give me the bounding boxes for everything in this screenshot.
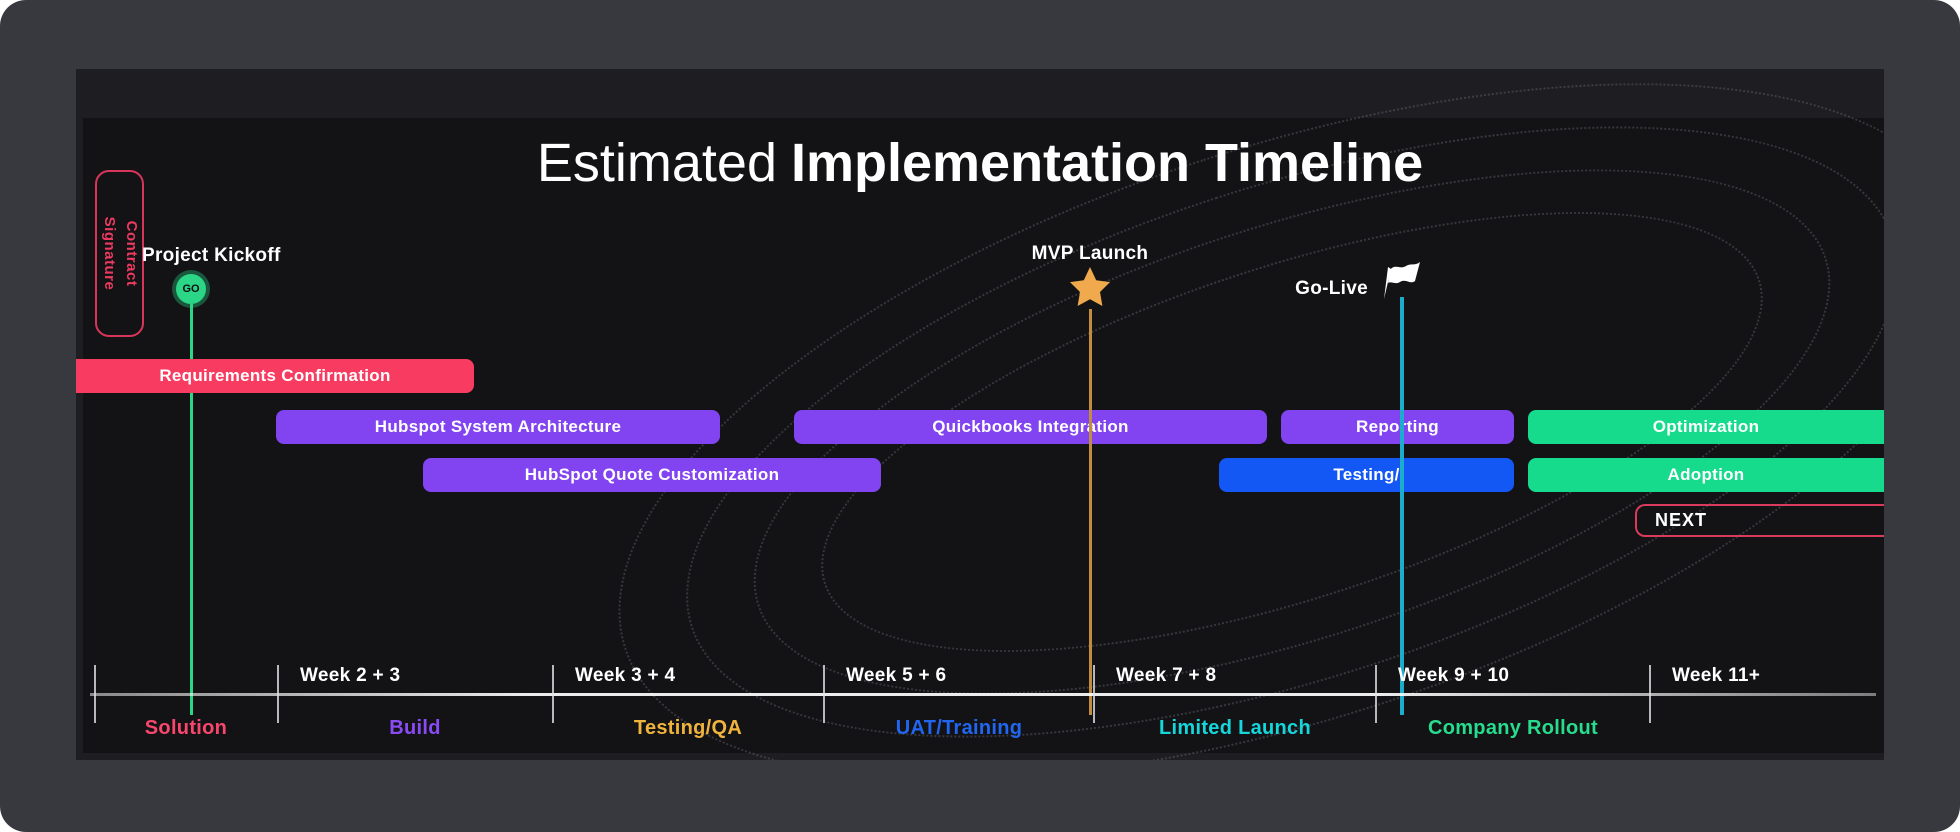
week-label-9-10: Week 9 + 10 — [1398, 665, 1510, 686]
mvp-launch-label: MVP Launch — [1031, 243, 1149, 264]
week-label-2-3: Week 2 + 3 — [300, 665, 401, 686]
bar-optimization: Optimization — [1528, 410, 1884, 444]
bar-quickbooks-integration: Quickbooks Integration — [794, 410, 1267, 444]
go-badge: GO — [176, 274, 206, 304]
contract-signature-tag: Contract Signature — [95, 170, 144, 337]
bar-next: NEXT — [1635, 504, 1884, 537]
phase-solution: Solution — [144, 717, 228, 739]
week-label-11plus: Week 11+ — [1672, 665, 1761, 686]
bar-requirements-confirmation: Requirements Confirmation — [76, 359, 474, 393]
contract-line2: Signature — [101, 216, 118, 291]
kickoff-line — [190, 304, 193, 715]
axis-tick — [1649, 665, 1651, 723]
phase-limited-launch: Limited Launch — [1159, 717, 1311, 739]
timeline-axis — [90, 693, 1876, 696]
week-label-5-6: Week 5 + 6 — [846, 665, 947, 686]
phase-company-rollout: Company Rollout — [1427, 717, 1599, 739]
contract-signature-label: Contract Signature — [97, 172, 142, 335]
flag-icon — [1384, 262, 1420, 299]
star-icon — [1070, 267, 1110, 306]
mvp-line — [1089, 309, 1092, 715]
title-emphasis: Implementation Timeline — [790, 133, 1424, 193]
week-label-7-8: Week 7 + 8 — [1116, 665, 1217, 686]
bar-adoption: Adoption — [1528, 458, 1884, 492]
phase-build: Build — [389, 717, 441, 739]
axis-tick — [277, 665, 279, 723]
bar-testing: Testing/ — [1219, 458, 1514, 492]
axis-tick — [1093, 665, 1095, 723]
contract-line1: Contract — [123, 220, 140, 287]
go-live-line — [1400, 297, 1404, 715]
bar-hubspot-system-architecture: Hubspot System Architecture — [276, 410, 720, 444]
bar-reporting: Reporting — [1281, 410, 1514, 444]
week-label-3-4: Week 3 + 4 — [575, 665, 676, 686]
axis-tick — [94, 665, 96, 723]
project-kickoff-label: Project Kickoff — [142, 245, 281, 266]
go-live-label: Go-Live — [1295, 278, 1368, 299]
phase-uat-training: UAT/Training — [895, 717, 1023, 739]
axis-tick — [823, 665, 825, 723]
bar-hubspot-quote-customization: HubSpot Quote Customization — [423, 458, 881, 492]
phase-testing-qa: Testing/QA — [633, 717, 743, 739]
title-prefix: Estimated — [536, 133, 777, 193]
axis-tick — [552, 665, 554, 723]
axis-tick — [1375, 665, 1377, 723]
